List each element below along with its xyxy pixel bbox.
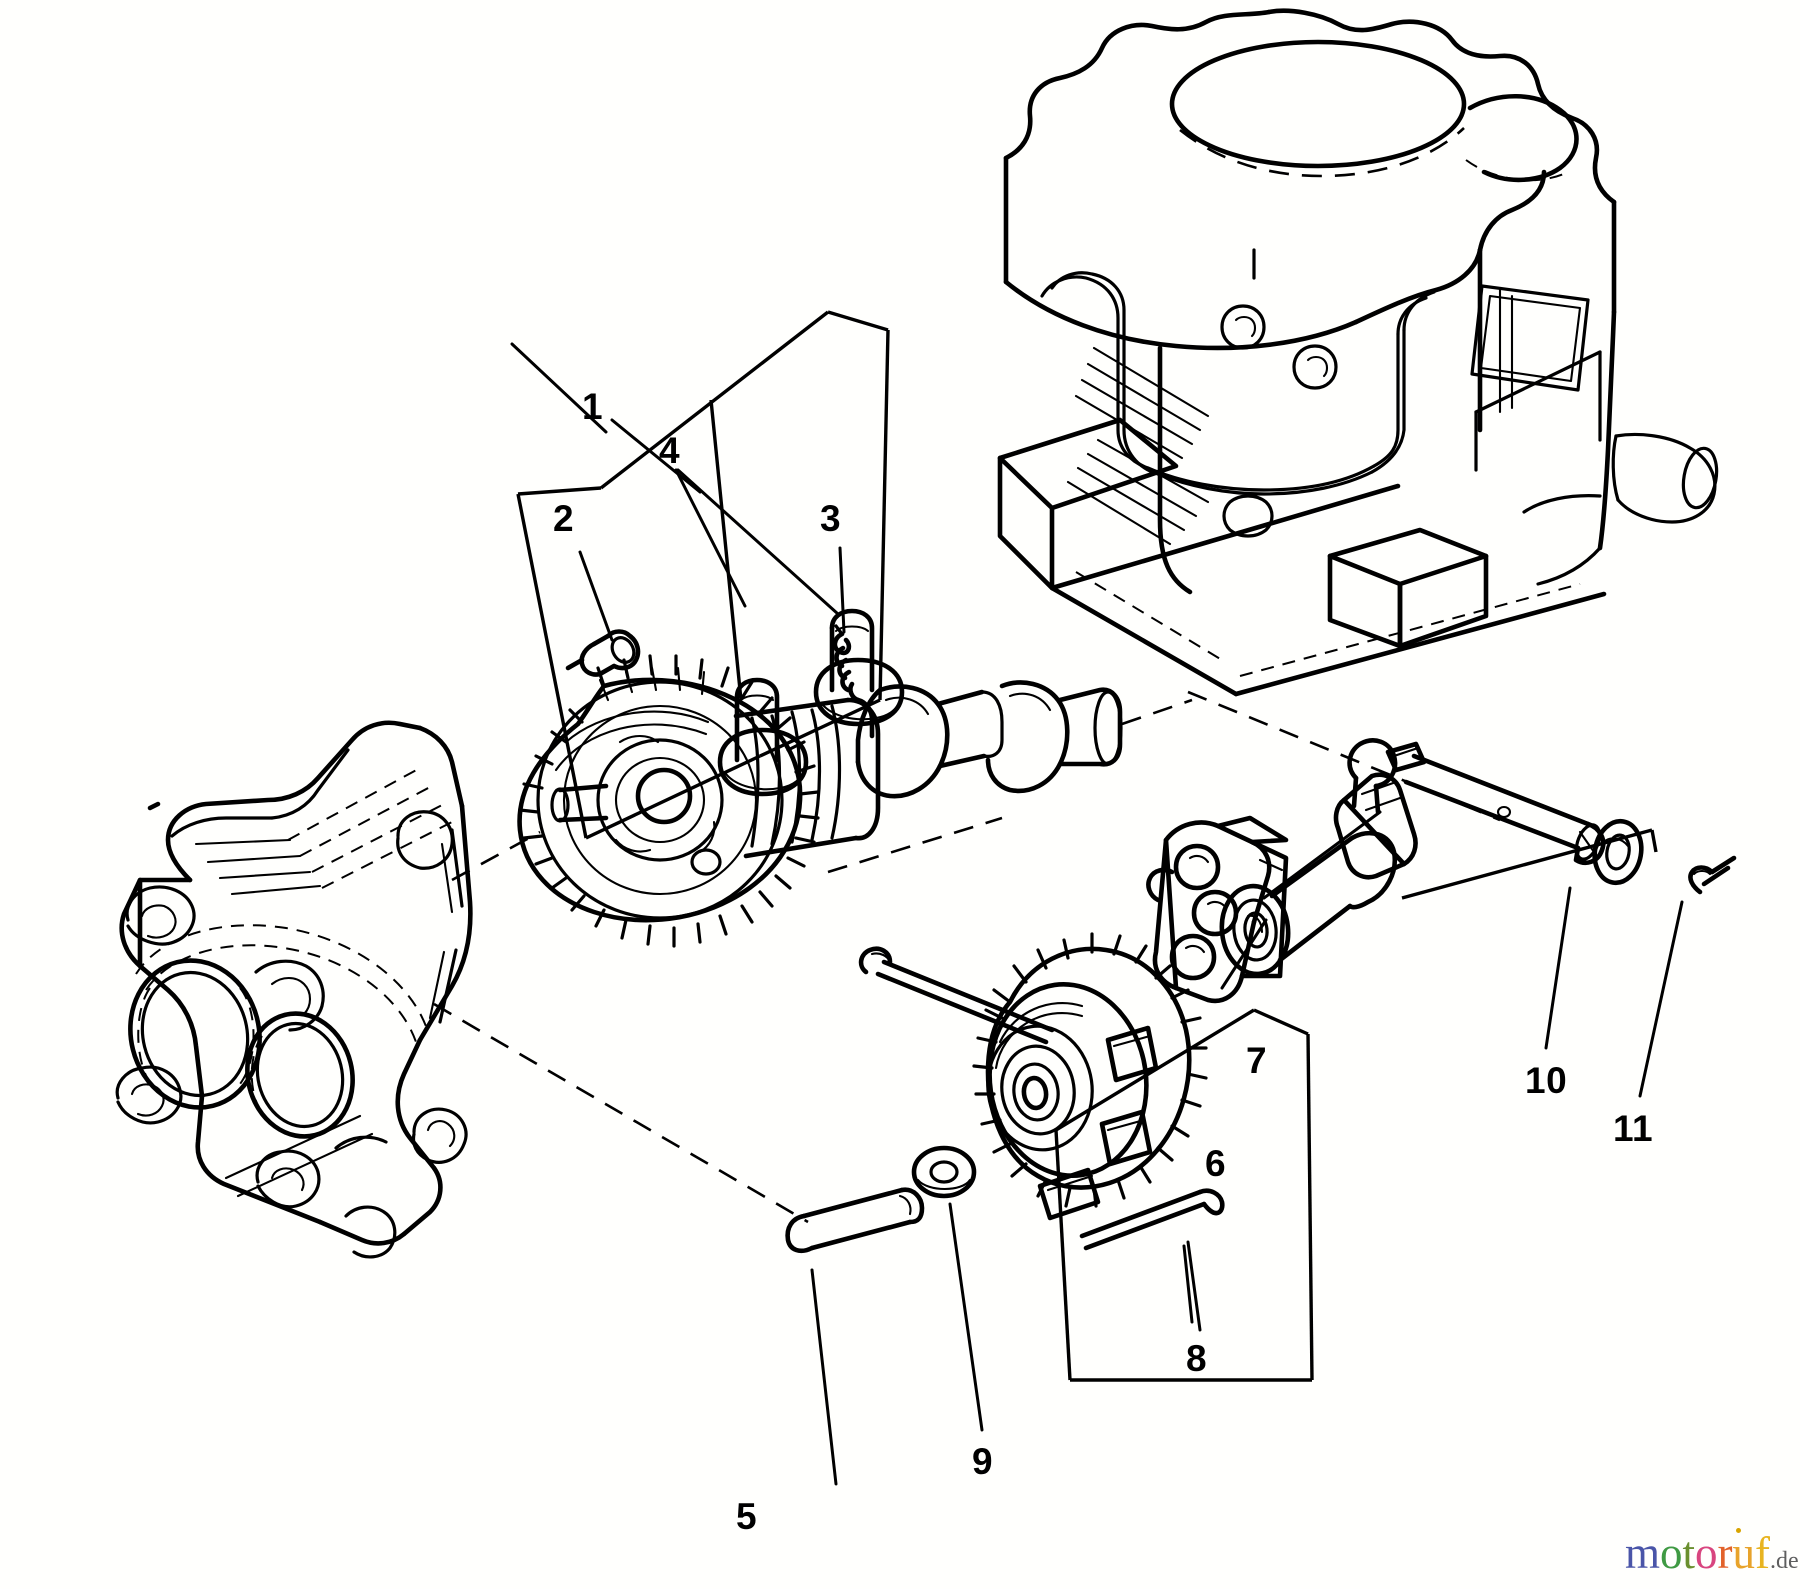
callout-7[interactable]: 7 bbox=[1246, 1040, 1268, 1081]
logo-dot-accent bbox=[1735, 1528, 1741, 1533]
logo-letter-u: u bbox=[1732, 1528, 1756, 1578]
logo-suffix: .de bbox=[1770, 1548, 1799, 1574]
callout-leaders bbox=[510, 342, 1684, 1486]
callout-1[interactable]: 1 bbox=[582, 386, 604, 427]
callout-6[interactable]: 6 bbox=[1205, 1143, 1227, 1184]
camshaft-pin-shaft bbox=[785, 1187, 925, 1254]
logo-letter-m: m bbox=[1625, 1528, 1661, 1578]
coil-spring bbox=[832, 624, 875, 739]
thrust-washer bbox=[911, 1145, 977, 1199]
governor-linkage-group bbox=[1219, 738, 1737, 977]
callout-5[interactable]: 5 bbox=[736, 1496, 758, 1537]
leader-1 bbox=[610, 418, 702, 494]
governor-mounting-bolts bbox=[858, 946, 1225, 1251]
governor-yoke-bracket bbox=[1146, 815, 1289, 1004]
callout-3[interactable]: 3 bbox=[820, 498, 842, 539]
camshaft-timing-gear bbox=[517, 654, 820, 948]
retaining-clip bbox=[565, 629, 641, 677]
cylinder-block-group bbox=[997, 8, 1719, 697]
logo-letter-o2: o bbox=[1695, 1528, 1718, 1578]
logo-letter-f: f bbox=[1755, 1528, 1771, 1578]
camshaft-shaft bbox=[550, 680, 1123, 859]
logo-letter-o1: o bbox=[1660, 1528, 1683, 1578]
callout-10[interactable]: 10 bbox=[1525, 1060, 1568, 1101]
governor-arm-lever bbox=[1333, 738, 1606, 880]
camshaft-gear-group bbox=[517, 608, 1123, 948]
logo-letter-r: r bbox=[1717, 1528, 1733, 1578]
callout-11[interactable]: 11 bbox=[1613, 1108, 1654, 1149]
projection-lines bbox=[433, 690, 1501, 1224]
group-box-1 bbox=[516, 310, 890, 840]
cotter-pin bbox=[1688, 855, 1737, 895]
callout-9[interactable]: 9 bbox=[972, 1441, 994, 1482]
governor-gear-group bbox=[785, 815, 1289, 1254]
crankcase-cover-group bbox=[115, 720, 473, 1259]
callout-2[interactable]: 2 bbox=[553, 498, 575, 539]
callout-4[interactable]: 4 bbox=[659, 430, 681, 471]
valve-lifters bbox=[717, 608, 905, 797]
leader-8 bbox=[1186, 1240, 1202, 1332]
callout-8[interactable]: 8 bbox=[1186, 1338, 1208, 1379]
motoruf-watermark-logo: motoruf.de bbox=[1625, 1528, 1799, 1578]
flat-washer bbox=[1592, 818, 1644, 886]
logo-letter-t: t bbox=[1682, 1528, 1696, 1578]
